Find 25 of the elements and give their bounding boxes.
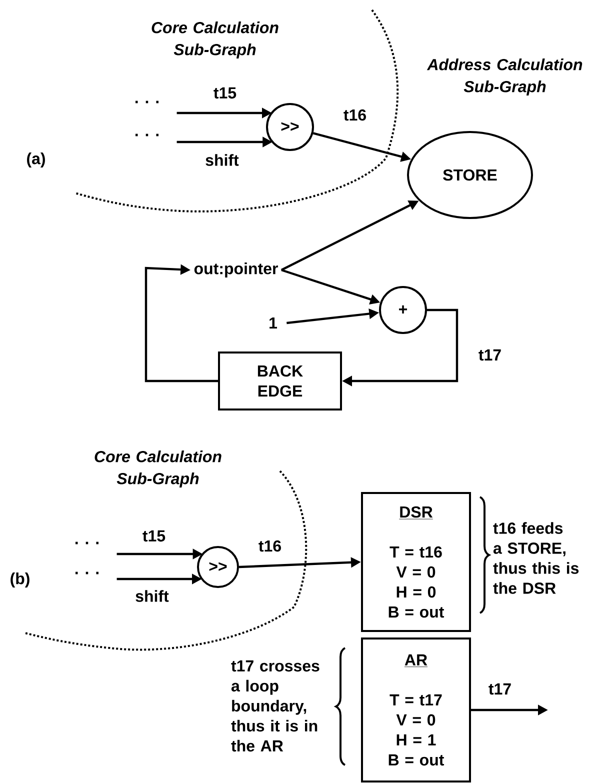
sub-graph-title: Core Calculation Sub-Graph (94, 450, 222, 488)
sub-graph-title: Core Calculation Sub-Graph (152, 22, 278, 58)
panel-label: (b) (10, 572, 30, 588)
note-text: t16 feeds a STORE, thus this is the DSR (493, 522, 579, 594)
node-text: . . . (136, 100, 158, 104)
arrow (144, 264, 218, 382)
node-text: 1 (270, 318, 277, 328)
process-box: AR T = t17 V = 0 H = 1 B = out (361, 638, 471, 782)
edge-label: shift (204, 153, 240, 167)
node-text: out:pointer (194, 262, 278, 278)
edge-label: shift (134, 589, 170, 603)
process-box: DSR T = t16 V = 0 H = 0 B = out (361, 492, 471, 632)
node-text: . . . (76, 542, 98, 544)
node-text: . . . (76, 572, 98, 574)
process-box: BACK EDGE (218, 352, 342, 410)
panel-label: (a) (27, 152, 45, 168)
sub-graph-title: Address Calculation Sub-Graph (426, 58, 582, 96)
note-text: t17 crosses a loop boundary, thus it is in the AR (231, 660, 320, 752)
edge-label: t17 (487, 682, 513, 696)
edge-label: t16 (342, 108, 368, 122)
edge-label: t15 (141, 529, 167, 543)
edge-label: t17 (477, 348, 503, 362)
node-text: . . . (136, 134, 158, 136)
edge-label: t15 (212, 86, 238, 100)
edge-label: t16 (257, 539, 283, 553)
